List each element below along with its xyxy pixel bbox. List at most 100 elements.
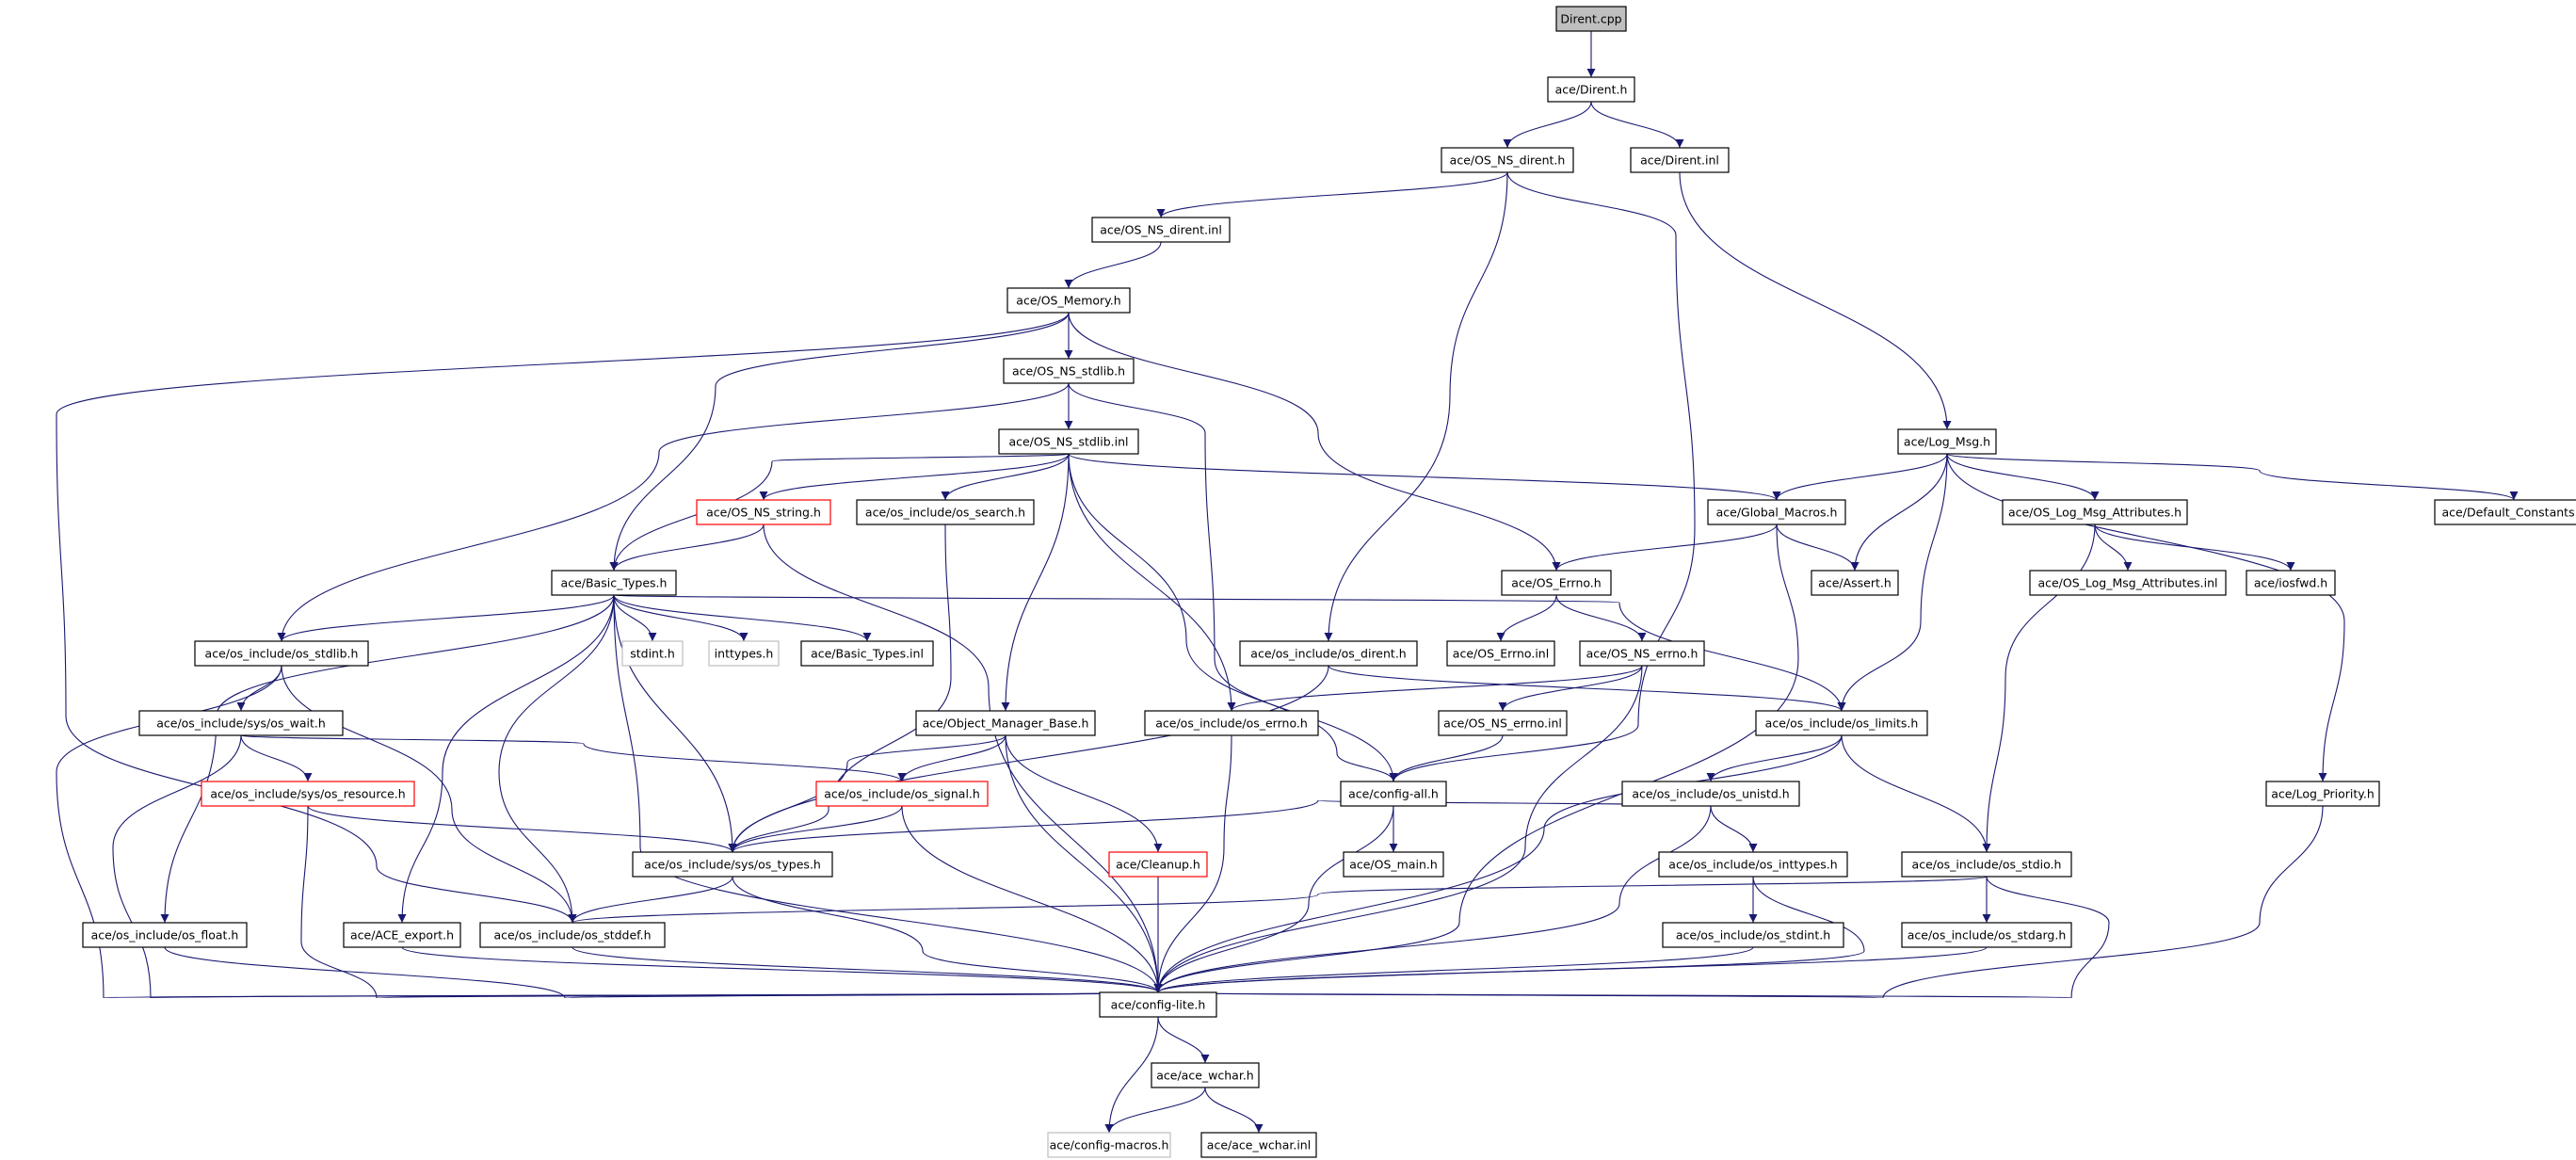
node-os-include-os-errno-h[interactable]: ace/os_include/os_errno.h — [1144, 710, 1319, 736]
edge-os_unistd_h-to-sys_os_types_h — [728, 799, 1712, 853]
node-os-ns-dirent-h[interactable]: ace/OS_NS_dirent.h — [1441, 147, 1574, 173]
edge-os_errno_h-to-os_ns_errno_h — [1555, 594, 1647, 642]
edges-layer — [56, 30, 2519, 1134]
edge-os_ns_stdlib_h-to-config_all_h — [1068, 382, 1398, 782]
node-os-ns-dirent-inl[interactable]: ace/OS_NS_dirent.inl — [1091, 217, 1231, 243]
node-box — [343, 922, 461, 948]
node-sys-os-types-h[interactable]: ace/os_include/sys/os_types.h — [632, 851, 833, 878]
edge-object_manager_base_h-to-cleanup_h — [1005, 734, 1163, 853]
edge-sys_os_types_h-to-config_lite_h — [732, 876, 1163, 993]
node-os-stdio-h[interactable]: ace/os_include/os_stdio.h — [1901, 851, 2072, 878]
node-dirent-h[interactable]: ace/Dirent.h — [1547, 76, 1635, 103]
node-os-inttypes-h[interactable]: ace/os_include/os_inttypes.h — [1658, 851, 1848, 878]
node-ace-wchar-h[interactable]: ace/ace_wchar.h — [1151, 1062, 1260, 1088]
node-stdint-h[interactable]: stdint.h — [621, 640, 684, 667]
node-os-ns-string-h[interactable]: ace/OS_NS_string.h — [696, 499, 831, 525]
node-config-macros-h[interactable]: ace/config-macros.h — [1047, 1132, 1171, 1158]
edge-os_dirent_h-to-sys_os_types_h — [728, 665, 1329, 853]
edge-os_ns_stdlib_inl-to-os_include_os_errno_h — [1068, 453, 1236, 712]
edge-os_stdlib_h-to-sys_os_wait_h — [236, 665, 282, 712]
node-box — [1108, 851, 1208, 878]
node-label: ace/Log_Priority.h — [2271, 787, 2375, 801]
node-os-signal-h[interactable]: ace/os_include/os_signal.h — [815, 781, 989, 807]
node-os-log-msg-attributes-inl[interactable]: ace/OS_Log_Msg_Attributes.inl — [2029, 570, 2227, 596]
edge-os_ns_errno_h-to-os_include_os_errno_h — [1227, 665, 1643, 712]
node-box — [1662, 922, 1844, 948]
node-ace-export-h[interactable]: ace/ACE_export.h — [343, 922, 461, 948]
node-log-priority-h[interactable]: ace/Log_Priority.h — [2265, 781, 2380, 807]
edge-config_lite_h-to-ace_wchar_h — [1157, 1016, 1210, 1064]
edge-os_include_os_errno_h-to-config_lite_h — [1153, 734, 1232, 993]
node-cleanup-h[interactable]: ace/Cleanup.h — [1108, 851, 1208, 878]
node-ace-wchar-inl[interactable]: ace/ace_wchar.inl — [1200, 1132, 1317, 1158]
node-dirent-cpp[interactable]: Dirent.cpp — [1555, 6, 1627, 32]
node-sys-os-resource-h[interactable]: ace/os_include/sys/os_resource.h — [201, 781, 415, 807]
node-log-msg-h[interactable]: ace/Log_Msg.h — [1897, 428, 1997, 455]
node-label: ace/OS_main.h — [1349, 858, 1438, 872]
edge-object_manager_base_h-to-sys_os_types_h — [728, 734, 1006, 853]
node-box — [1811, 570, 1899, 596]
node-box — [632, 851, 833, 878]
node-label: Dirent.cpp — [1560, 12, 1621, 26]
node-box — [1621, 781, 1800, 807]
node-box — [1707, 499, 1846, 525]
node-os-search-h[interactable]: ace/os_include/os_search.h — [856, 499, 1035, 525]
node-box — [915, 710, 1096, 736]
node-assert-h[interactable]: ace/Assert.h — [1811, 570, 1899, 596]
node-os-errno-h[interactable]: ace/OS_Errno.h — [1501, 570, 1612, 596]
node-dirent-inl[interactable]: ace/Dirent.inl — [1630, 147, 1730, 173]
node-label: ace/os_include/os_stdint.h — [1676, 928, 1830, 942]
node-iosfwd-h[interactable]: ace/iosfwd.h — [2246, 570, 2336, 596]
node-label: ace/os_include/os_inttypes.h — [1668, 858, 1837, 872]
node-label: ace/OS_NS_stdlib.h — [1012, 364, 1125, 379]
node-config-all-h[interactable]: ace/config-all.h — [1340, 781, 1447, 807]
node-inttypes-h[interactable]: inttypes.h — [708, 640, 780, 667]
node-label: ace/OS_NS_dirent.inl — [1100, 223, 1222, 237]
node-basic-types-inl[interactable]: ace/Basic_Types.inl — [800, 640, 934, 667]
node-os-memory-h[interactable]: ace/OS_Memory.h — [1006, 287, 1131, 314]
node-os-ns-errno-inl[interactable]: ace/OS_NS_errno.inl — [1438, 710, 1568, 736]
node-label: ace/ACE_export.h — [350, 928, 454, 942]
node-label: ace/iosfwd.h — [2254, 576, 2327, 590]
node-global-macros-h[interactable]: ace/Global_Macros.h — [1707, 499, 1846, 525]
edge-ace_wchar_h-to-ace_wchar_inl — [1204, 1087, 1264, 1134]
edge-os_ns_string_h-to-config_lite_h — [763, 524, 1163, 993]
node-os-unistd-h[interactable]: ace/os_include/os_unistd.h — [1621, 781, 1800, 807]
node-os-ns-stdlib-h[interactable]: ace/OS_NS_stdlib.h — [1003, 358, 1135, 384]
node-label: ace/Basic_Types.h — [561, 576, 668, 590]
node-os-stdlib-h[interactable]: ace/os_include/os_stdlib.h — [194, 640, 369, 667]
node-os-stddef-h[interactable]: ace/os_include/os_stddef.h — [479, 922, 666, 948]
node-label: ace/OS_Errno.h — [1511, 576, 1601, 590]
node-os-ns-errno-h[interactable]: ace/OS_NS_errno.h — [1579, 640, 1705, 667]
node-box — [800, 640, 934, 667]
node-label: ace/os_include/os_float.h — [91, 928, 239, 942]
edge-ace_wchar_h-to-config_macros_h — [1104, 1087, 1206, 1134]
node-default-constants-h[interactable]: ace/Default_Constants.h — [2434, 499, 2576, 525]
edge-os_stdint_h-to-config_lite_h — [1153, 946, 1754, 993]
edge-os_limits_h-to-os_unistd_h — [1706, 734, 1843, 782]
node-box — [194, 640, 369, 667]
edge-global_macros_h-to-assert_h — [1776, 524, 1860, 572]
node-os-limits-h[interactable]: ace/os_include/os_limits.h — [1755, 710, 1928, 736]
node-os-dirent-h[interactable]: ace/os_include/os_dirent.h — [1239, 640, 1418, 667]
node-label: inttypes.h — [715, 647, 774, 661]
node-os-float-h[interactable]: ace/os_include/os_float.h — [82, 922, 248, 948]
node-os-ns-stdlib-inl[interactable]: ace/OS_NS_stdlib.inl — [998, 428, 1139, 455]
node-box — [1901, 851, 2072, 878]
node-os-errno-inl[interactable]: ace/OS_Errno.inl — [1446, 640, 1555, 667]
node-os-stdarg-h[interactable]: ace/os_include/os_stdarg.h — [1901, 922, 2072, 948]
node-os-log-msg-attributes-h[interactable]: ace/OS_Log_Msg_Attributes.h — [2002, 499, 2188, 525]
node-os-main-h[interactable]: ace/OS_main.h — [1343, 851, 1444, 878]
node-sys-os-wait-h[interactable]: ace/os_include/sys/os_wait.h — [138, 710, 344, 736]
edge-basic_types_h-to-os_stdlib_h — [277, 594, 615, 642]
edge-os_unistd_h-to-os_inttypes_h — [1710, 805, 1758, 853]
node-basic-types-h[interactable]: ace/Basic_Types.h — [551, 570, 677, 596]
node-box — [1151, 1062, 1260, 1088]
node-config-lite-h[interactable]: ace/config-lite.h — [1099, 991, 1217, 1018]
node-object-manager-base-h[interactable]: ace/Object_Manager_Base.h — [915, 710, 1096, 736]
node-box — [1658, 851, 1848, 878]
edge-global_macros_h-to-os_errno_h — [1552, 524, 1778, 572]
node-os-stdint-h[interactable]: ace/os_include/os_stdint.h — [1662, 922, 1844, 948]
node-label: ace/Dirent.inl — [1640, 153, 1719, 168]
